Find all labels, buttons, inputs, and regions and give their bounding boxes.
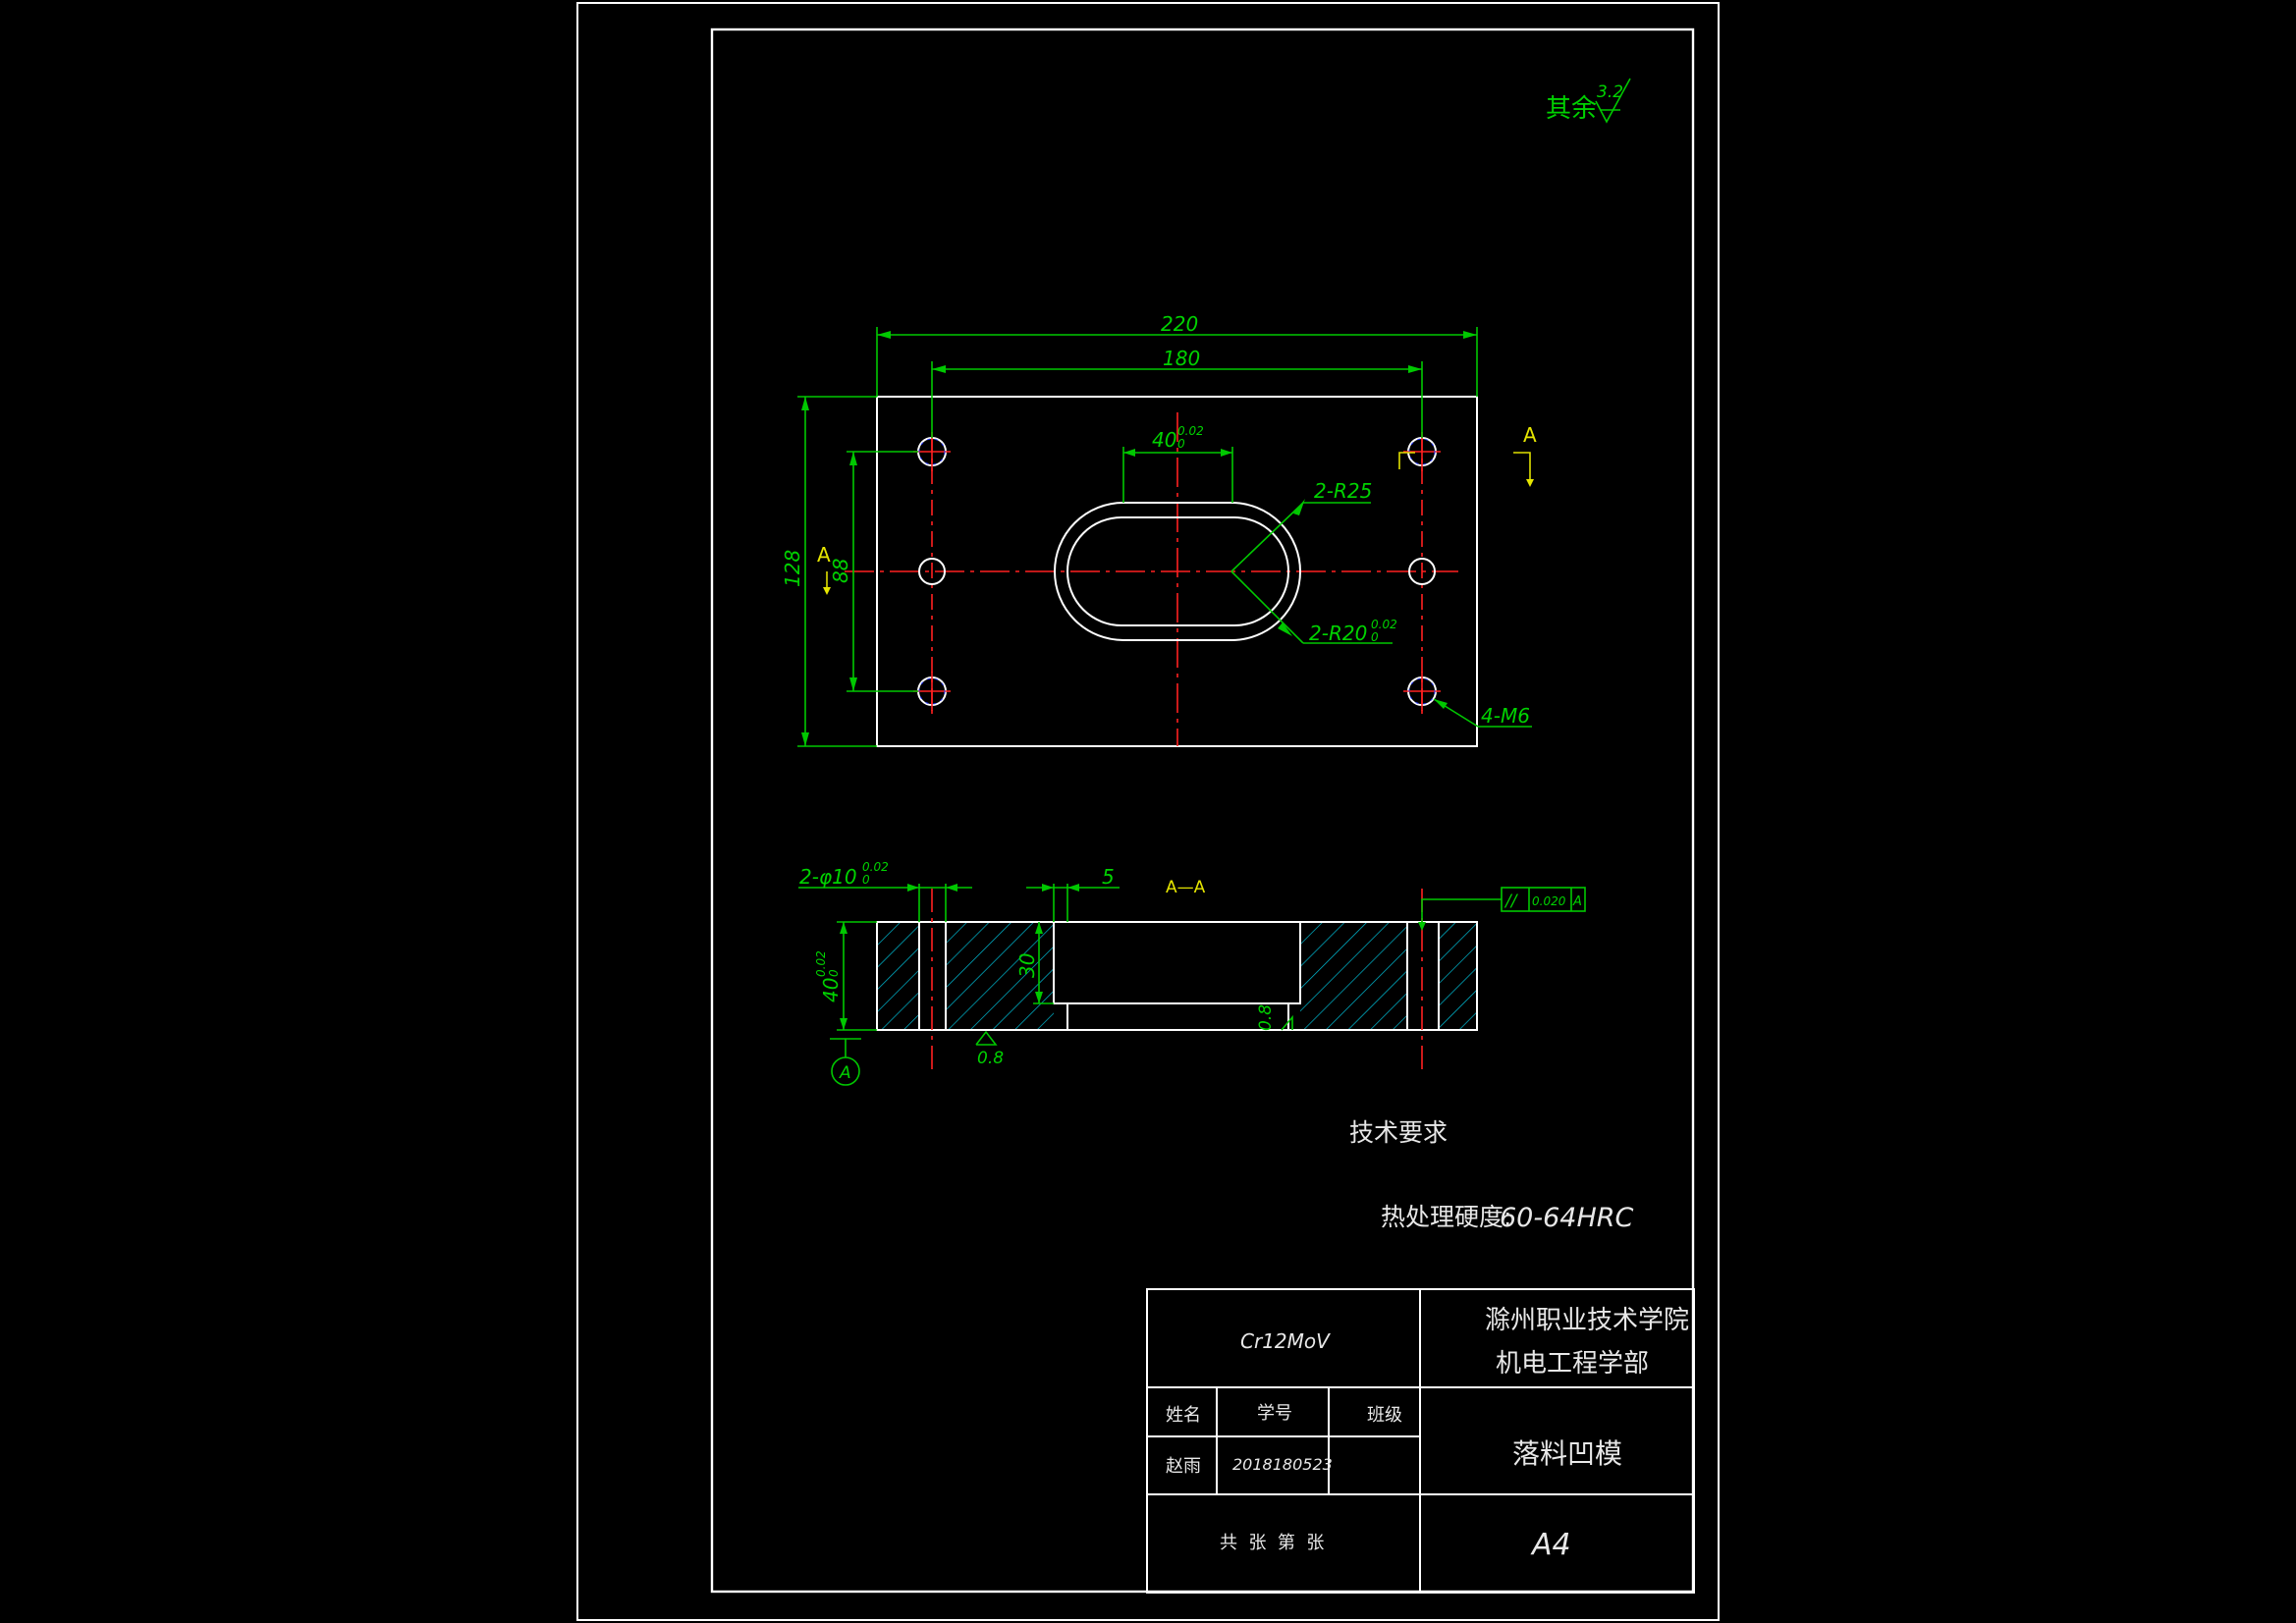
slot-outer — [1054, 502, 1301, 641]
roughness-value: 3.2 — [1597, 82, 1623, 102]
svg-text:0: 0 — [827, 969, 841, 977]
svg-text:A: A — [839, 1063, 851, 1083]
title-block: Cr12MoV 滁州职业技术学院 机电工程学部 姓名 学号 班级 赵雨 2018… — [1146, 1288, 1695, 1594]
svg-text:0.020: 0.020 — [1532, 894, 1566, 908]
pin-hole-mid-left — [918, 558, 946, 585]
roughness-label: 其余 — [1546, 94, 1597, 124]
svg-text:A: A — [1523, 423, 1537, 447]
dim-depth-30: 30 — [1015, 922, 1054, 1004]
header-name: 姓名 — [1166, 1405, 1201, 1426]
header-class: 班级 — [1367, 1405, 1402, 1426]
svg-text:0.8: 0.8 — [1256, 1004, 1276, 1031]
svg-text:4-M6: 4-M6 — [1481, 704, 1530, 728]
section-title: A—A — [1166, 878, 1206, 897]
student-id: 2018180523 — [1232, 1455, 1333, 1474]
department-name: 机电工程学部 — [1496, 1349, 1649, 1379]
hatch-left-1 — [877, 922, 919, 1030]
general-roughness-symbol: 其余 3.2 — [1546, 78, 1631, 124]
outer-border — [576, 2, 1720, 1621]
dim-phi10: 2-φ10 0.02 0 — [798, 860, 972, 922]
dim-slot-40: 40 0.02 0 — [1122, 424, 1233, 503]
svg-text:0: 0 — [1177, 437, 1185, 451]
svg-text://: // — [1503, 892, 1519, 911]
hole-bottom-right — [1403, 672, 1441, 711]
hatch-right-2 — [1439, 922, 1477, 1030]
notes-title: 技术要求 — [1349, 1118, 1448, 1147]
dim-m6: 4-M6 — [1433, 698, 1532, 728]
dim-220: 220 — [876, 312, 1478, 397]
student-name: 赵雨 — [1166, 1456, 1201, 1477]
svg-text:5: 5 — [1102, 865, 1115, 889]
svg-text:0.02: 0.02 — [814, 950, 828, 977]
tolerance-frame: // 0.020 A — [1418, 887, 1586, 931]
svg-text:2-R25: 2-R25 — [1314, 479, 1372, 503]
dim-180: 180 — [931, 347, 1423, 438]
dim-88: 88 — [829, 451, 918, 692]
material: Cr12MoV — [1240, 1329, 1331, 1353]
dim-thk-40: 40 0.02 0 — [814, 921, 877, 1031]
svg-text:88: 88 — [829, 559, 852, 583]
school-name: 滁州职业技术学院 — [1485, 1306, 1689, 1335]
sheet-count: 共 张 第 张 — [1220, 1533, 1324, 1553]
section-marker-right: A — [1398, 423, 1537, 487]
roughness-inner: 0.8 — [1256, 1004, 1293, 1031]
dim-128: 128 — [781, 396, 877, 747]
technical-notes: 技术要求 热处理硬度: 60-64HRC — [1349, 1118, 1634, 1233]
dim-5: 5 — [1026, 865, 1120, 922]
roughness-bottom: 0.8 — [975, 1030, 1004, 1068]
svg-text:A: A — [1572, 894, 1582, 909]
svg-text:A: A — [817, 543, 831, 567]
top-view: 220 180 40 0.02 0 2-R25 — [781, 312, 1537, 747]
dim-r25: 2-R25 — [1230, 479, 1372, 572]
svg-text:0.02: 0.02 — [862, 860, 889, 874]
paper-size: A4 — [1530, 1528, 1571, 1562]
svg-text:0: 0 — [1371, 630, 1379, 644]
svg-text:40: 40 — [1152, 428, 1176, 452]
section-marker-left: A — [817, 543, 831, 595]
hole-bottom-left — [913, 672, 951, 711]
svg-text:2-R20: 2-R20 — [1309, 622, 1367, 645]
hatch-left-2 — [946, 922, 1054, 1030]
svg-text:220: 220 — [1161, 312, 1198, 336]
svg-text:2-φ10: 2-φ10 — [799, 865, 857, 889]
svg-text:0.8: 0.8 — [977, 1049, 1004, 1068]
section-view: A—A 2-φ10 0.02 0 — [798, 860, 1586, 1086]
svg-text:0.02: 0.02 — [1177, 424, 1204, 438]
part-name: 落料凹模 — [1512, 1437, 1622, 1470]
svg-text:40: 40 — [819, 978, 843, 1002]
datum-a: A — [830, 1038, 861, 1086]
hardness-label: 热处理硬度: — [1381, 1203, 1511, 1231]
svg-text:0: 0 — [862, 873, 870, 887]
svg-text:0.02: 0.02 — [1371, 618, 1397, 631]
svg-text:180: 180 — [1163, 347, 1200, 370]
svg-text:30: 30 — [1015, 953, 1039, 978]
svg-text:128: 128 — [781, 550, 804, 587]
dim-r20: 2-R20 0.02 0 — [1230, 570, 1397, 645]
header-id: 学号 — [1257, 1403, 1292, 1424]
hatch-right-1 — [1300, 922, 1407, 1030]
hardness-value: 60-64HRC — [1500, 1203, 1634, 1233]
slot-inner — [1066, 516, 1289, 626]
pin-hole-mid-right — [1408, 558, 1436, 585]
section-outline — [876, 921, 1478, 1031]
